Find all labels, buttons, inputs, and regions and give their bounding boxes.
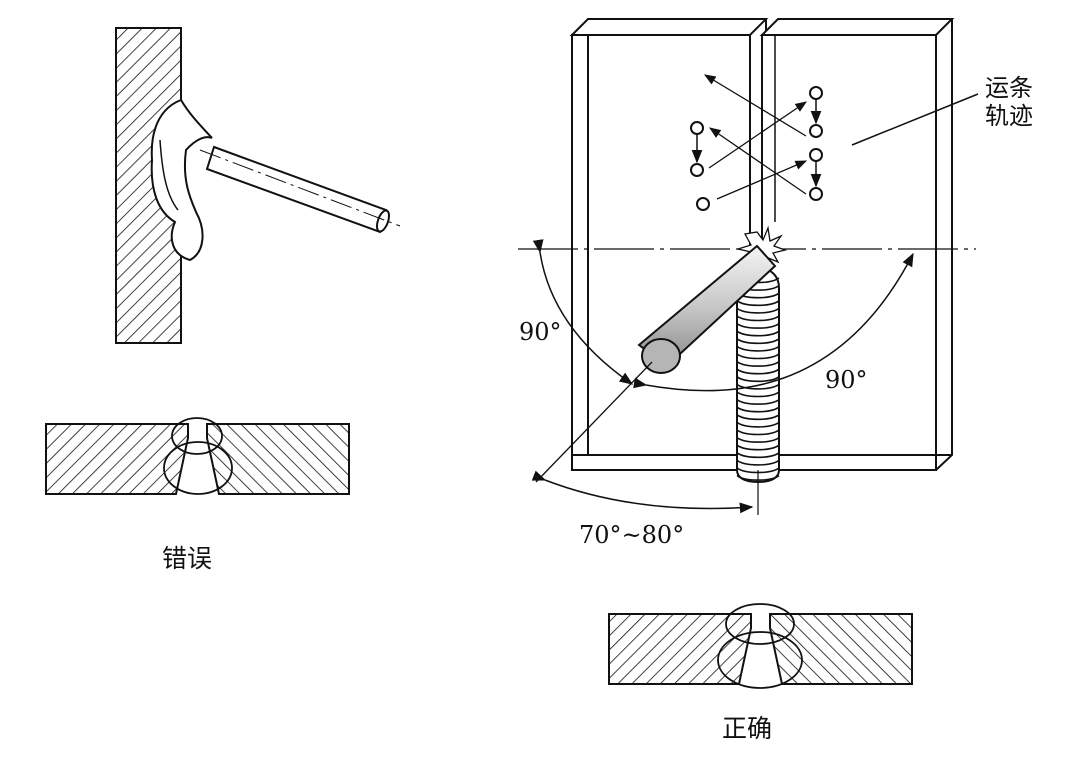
weld-ripple bbox=[736, 414, 780, 421]
wrong-sagging-weld bbox=[150, 98, 213, 262]
weld-ripple bbox=[736, 429, 780, 436]
trajectory-label-line1: 运条 bbox=[985, 74, 1033, 102]
angle-arc-right bbox=[633, 252, 914, 392]
weld-ripple bbox=[736, 391, 780, 398]
weld-ripple bbox=[736, 459, 780, 466]
weld-bead bbox=[736, 266, 780, 484]
angle-arc-left bbox=[532, 239, 634, 385]
angle-bottom-label: 70°~80° bbox=[579, 521, 685, 549]
correct-cross-section bbox=[608, 603, 913, 689]
trajectory-label-line2: 轨迹 bbox=[985, 102, 1033, 130]
angle-right-label: 90° bbox=[825, 366, 868, 394]
trajectory-label: 运条 轨迹 bbox=[985, 74, 1033, 130]
wrong-electrode-rod bbox=[199, 145, 401, 234]
weld-ripple bbox=[736, 444, 780, 451]
trajectory-leader-line bbox=[851, 93, 979, 146]
wrong-caption: 错误 bbox=[162, 544, 213, 573]
angle-left-label: 90° bbox=[519, 318, 562, 346]
correct-right-plate bbox=[759, 18, 955, 471]
weld-ripple bbox=[736, 421, 780, 428]
weld-ripple bbox=[736, 436, 780, 443]
angle-arc-bottom bbox=[531, 470, 754, 514]
wrong-cross-section bbox=[45, 417, 350, 495]
weld-ripple bbox=[736, 398, 780, 405]
trajectory-marks bbox=[690, 74, 823, 211]
correct-caption: 正确 bbox=[722, 714, 773, 743]
weld-ripple bbox=[736, 452, 780, 459]
weld-ripple bbox=[736, 406, 780, 413]
